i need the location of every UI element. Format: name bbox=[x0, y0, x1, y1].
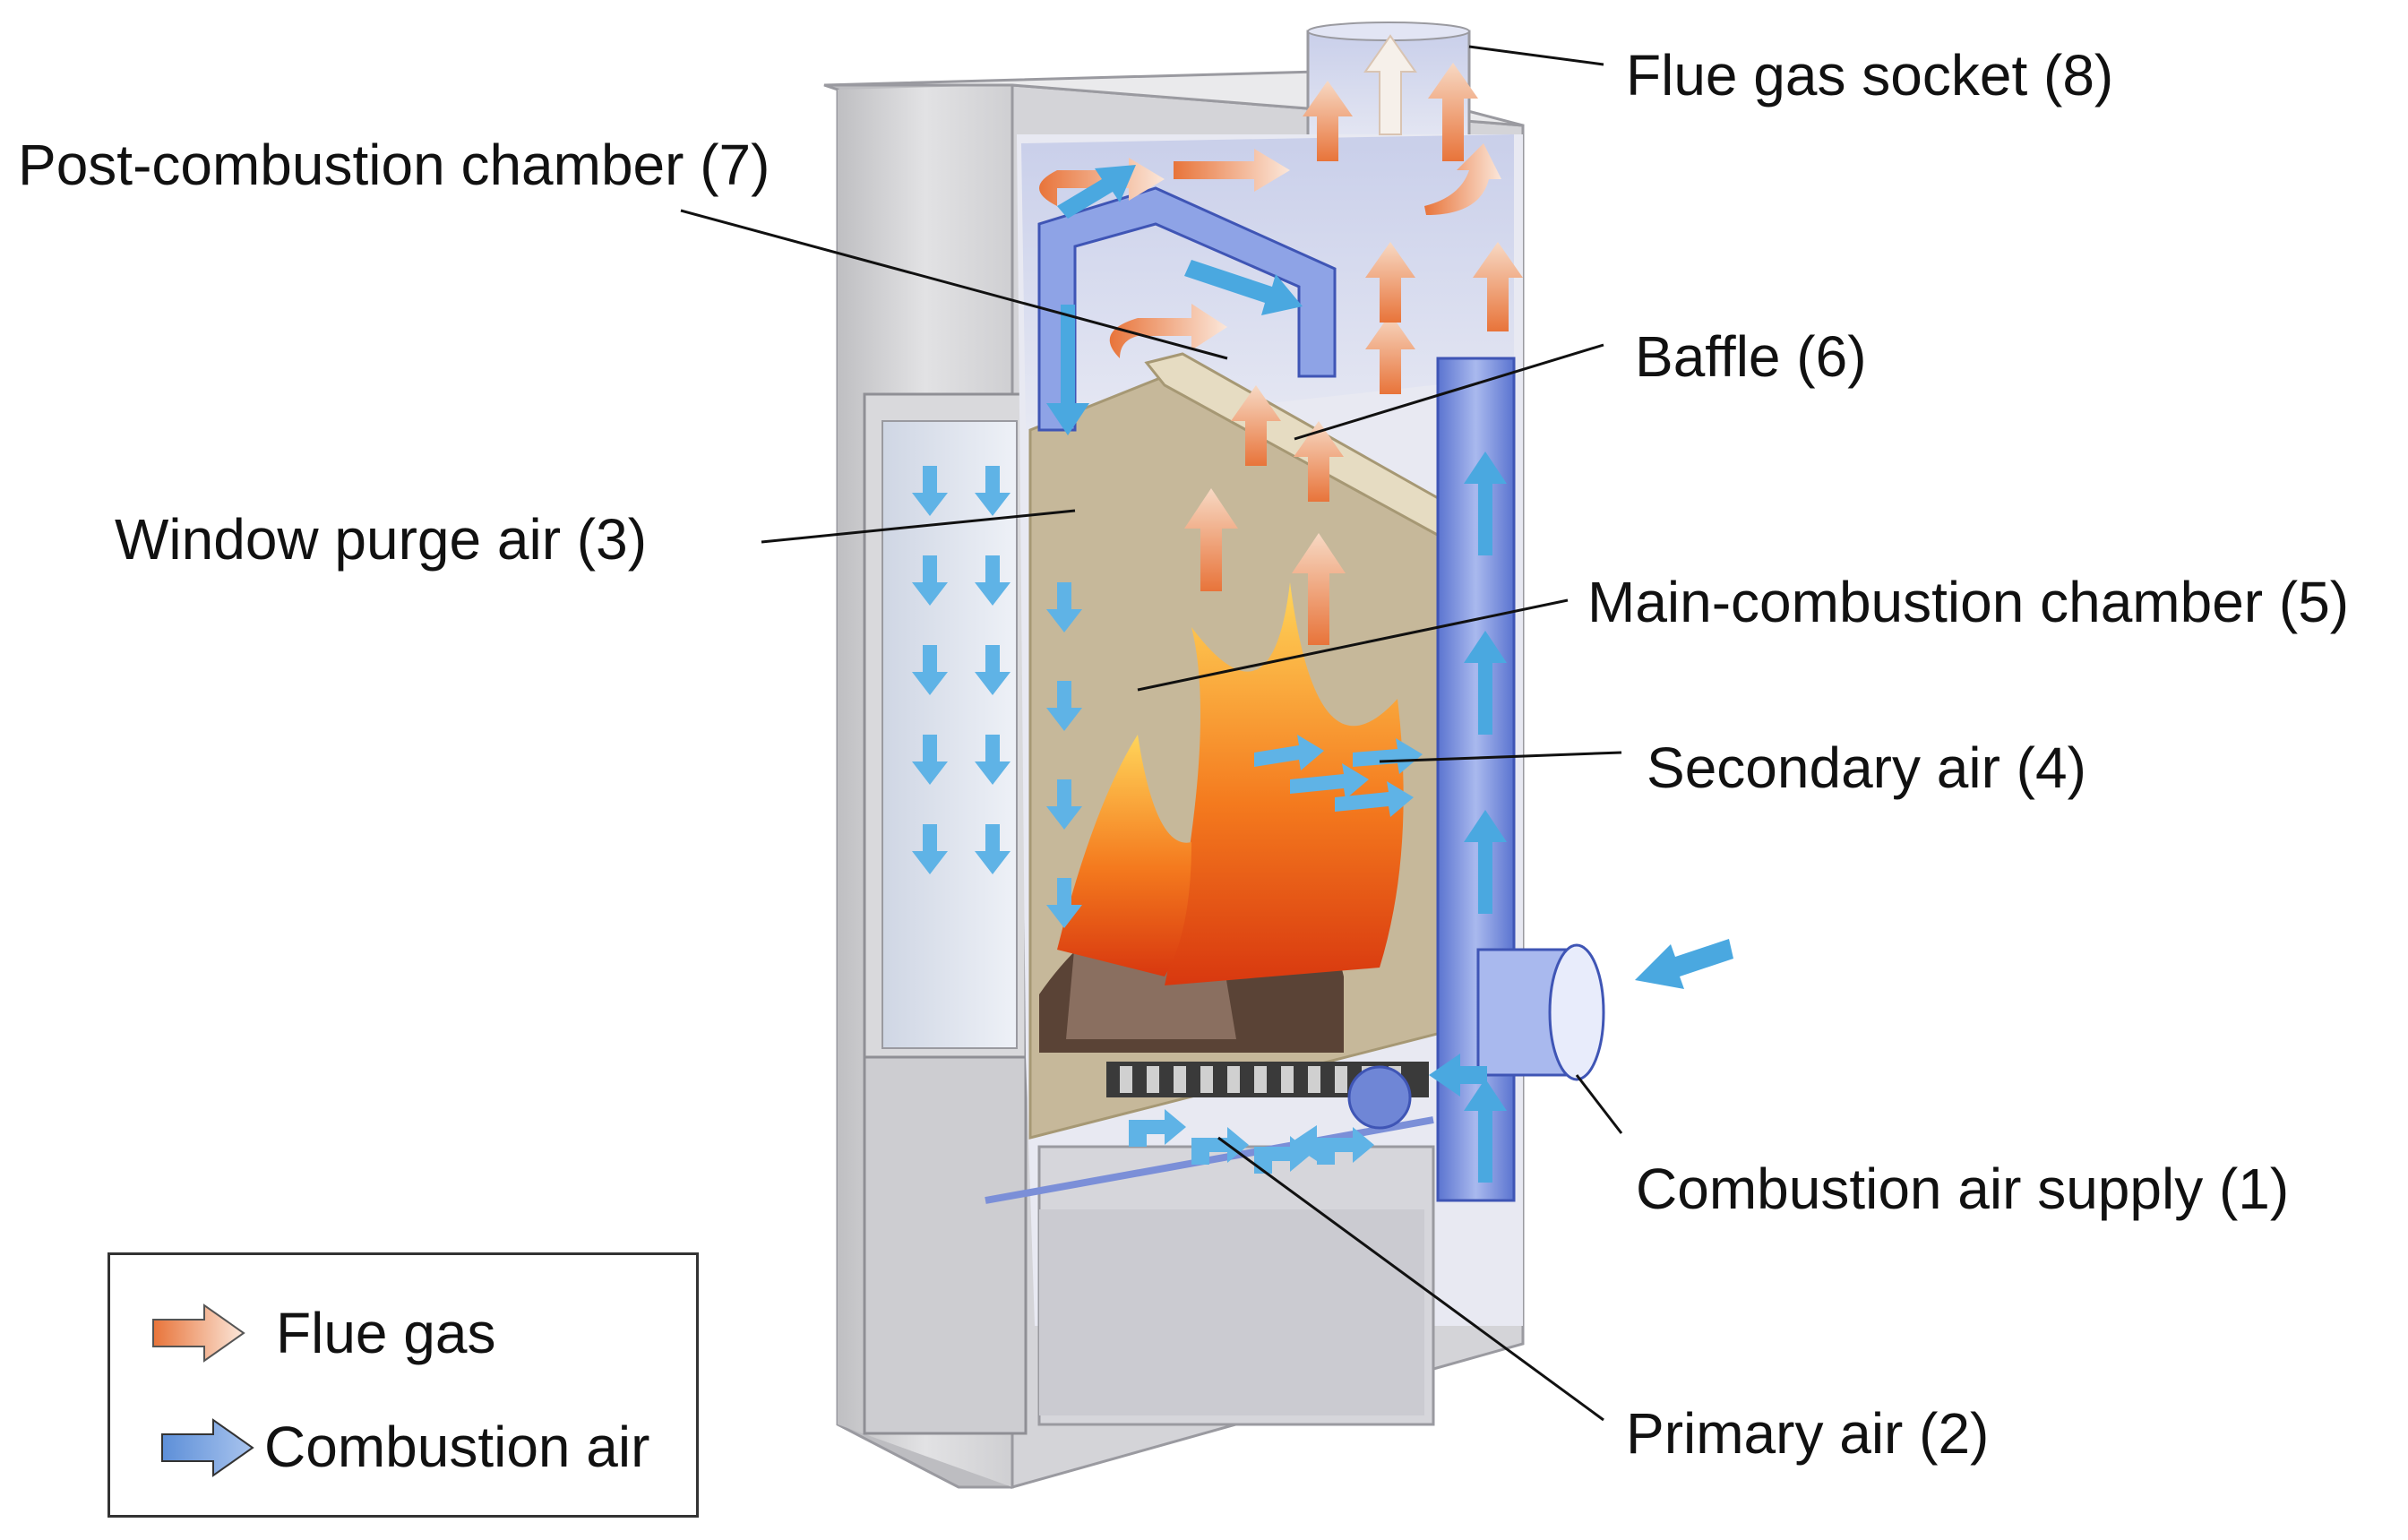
legend-combustion-air-label: Combustion air bbox=[264, 1415, 650, 1479]
leader-baffle bbox=[1294, 343, 1604, 441]
label-primary-air: Primary air (2) bbox=[1626, 1401, 1990, 1466]
flue-gas-arrows bbox=[1039, 34, 1523, 645]
label-window-purge-air: Window purge air (3) bbox=[115, 507, 647, 572]
leader-flue-gas-socket bbox=[1468, 45, 1604, 66]
label-secondary-air: Secondary air (4) bbox=[1647, 736, 2086, 800]
combustion-air-supply-pipe bbox=[1476, 943, 1605, 1081]
label-baffle: Baffle (6) bbox=[1635, 324, 1867, 389]
leader-secondary-air bbox=[1379, 751, 1622, 763]
legend-flue-gas-label: Flue gas bbox=[276, 1301, 496, 1365]
logs-and-fire bbox=[1039, 582, 1404, 1053]
label-main-combustion-chamber: Main-combustion chamber (5) bbox=[1587, 570, 2350, 634]
leader-lines bbox=[680, 45, 1623, 1422]
combustion-air-arrows bbox=[912, 165, 1733, 1183]
label-post-combustion-chamber: Post-combustion chamber (7) bbox=[18, 133, 770, 197]
leader-window-purge-air bbox=[761, 509, 1076, 544]
label-flue-gas-socket: Flue gas socket (8) bbox=[1626, 43, 2114, 108]
flue-gas-arrow-icon bbox=[152, 1303, 245, 1363]
leader-combustion-air-supply bbox=[1575, 1074, 1623, 1134]
leader-post-combustion-chamber bbox=[680, 209, 1228, 360]
label-combustion-air-supply: Combustion air supply (1) bbox=[1636, 1157, 2290, 1221]
leader-main-combustion-chamber bbox=[1137, 598, 1569, 692]
legend: Flue gas Combustion air bbox=[108, 1252, 699, 1518]
leader-primary-air bbox=[1217, 1136, 1604, 1422]
combustion-air-arrow-icon bbox=[161, 1418, 254, 1477]
